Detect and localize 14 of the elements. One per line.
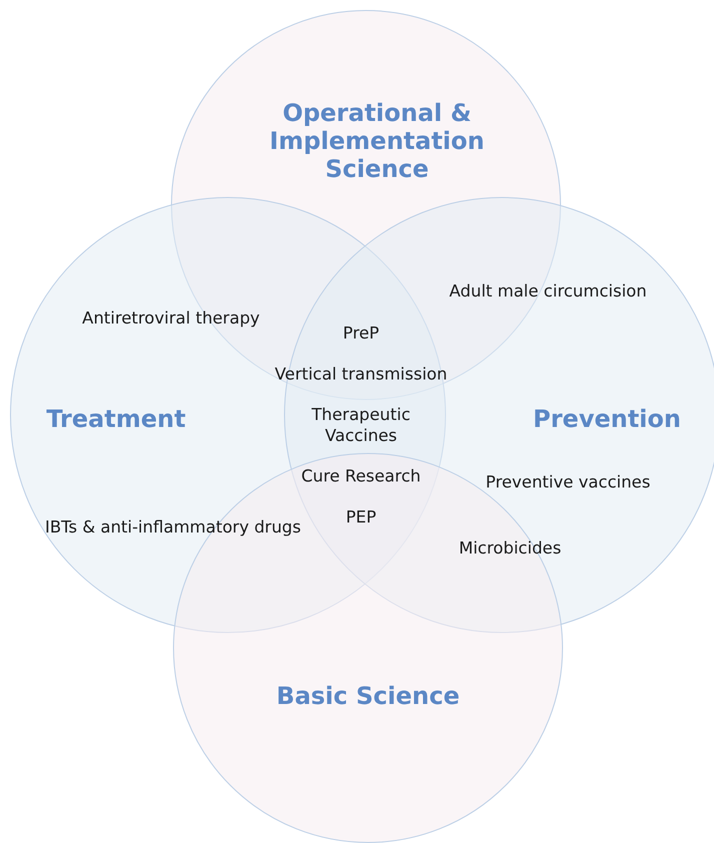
set-title: Basic Science [275,682,461,710]
set-item-text: PreP [342,322,380,344]
set-item-text: Therapeutic Vaccines [310,404,412,446]
set-title: Prevention [532,405,682,433]
set-item-text: Antiretroviral therapy [82,308,260,328]
set-title: Operational & Implementation Science [268,99,486,183]
set-item-text: Adult male circumcision [449,280,647,302]
set-item-text: Vertical transmission [274,364,448,384]
set-item-text: Preventive vaccines [486,472,650,492]
set-title: Treatment [45,405,187,433]
set-item-text: Microbicides [458,538,562,558]
set-item-text: Cure Research [301,466,421,486]
set-item-text: PEP [346,506,376,528]
set-item-text: IBTs & anti-inflammatory drugs [44,516,302,538]
